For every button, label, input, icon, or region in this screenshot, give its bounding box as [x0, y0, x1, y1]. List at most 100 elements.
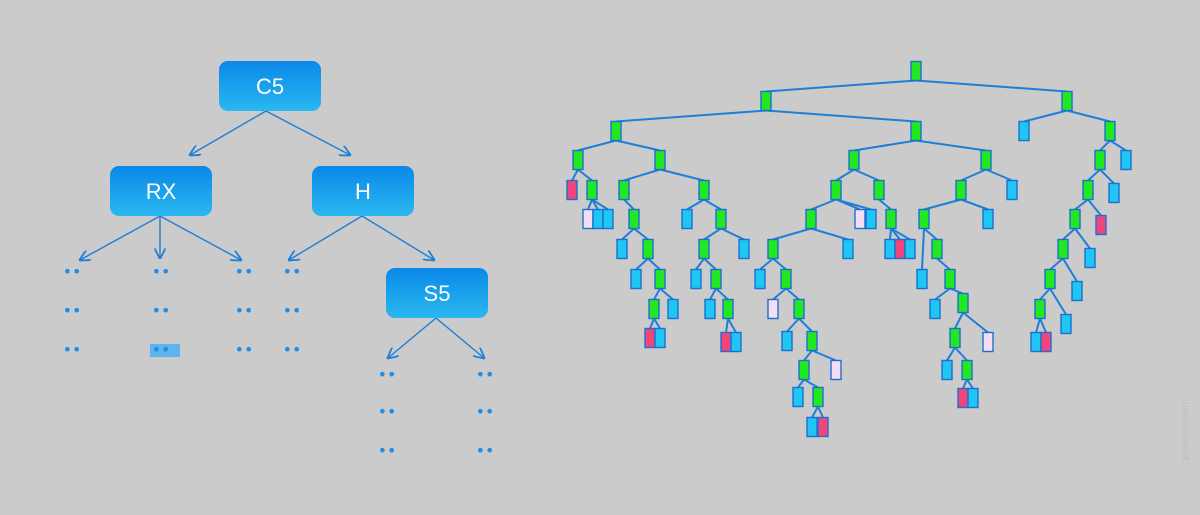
tree-leaf-cyan: [681, 208, 693, 230]
node-s5-label: S5: [424, 281, 451, 306]
tree-leaf-green: [654, 149, 666, 171]
tree-leaf-cyan: [654, 327, 666, 349]
tree-leaf-green: [628, 208, 640, 230]
tree-edge: [835, 198, 872, 211]
placeholder-dot-pair: ••: [63, 340, 82, 359]
tree-edge: [1109, 139, 1127, 152]
tree-edge: [785, 287, 800, 301]
tree-leaf-green: [1104, 120, 1116, 142]
tree-edge: [949, 287, 964, 295]
tree-edge: [915, 79, 1068, 93]
tree-leaf-green: [1044, 268, 1056, 290]
tree-edge: [915, 139, 987, 152]
tree-edge: [621, 227, 635, 241]
tree-edge: [803, 349, 813, 362]
tree-leaf-cyan: [690, 268, 702, 290]
edge-c5-h: [265, 110, 350, 155]
placeholder-dot-pair: ••: [63, 301, 82, 320]
placeholder-dot-pair: ••: [235, 340, 254, 359]
tree-edge: [890, 227, 911, 241]
tree-edge: [703, 257, 717, 271]
edge-c5-rx: [190, 110, 267, 155]
tree-edge: [759, 257, 774, 271]
tree-edge: [649, 318, 655, 329]
tree-edge: [772, 227, 812, 241]
tree-leaf-pink: [1040, 331, 1052, 353]
tree-edge: [923, 198, 962, 211]
placeholder-dot-pair: ••: [476, 402, 495, 421]
tree-leaf-green: [910, 60, 922, 82]
tree-leaf-pale: [854, 208, 866, 230]
node-rx-label: RX: [146, 179, 177, 204]
tree-leaf-green: [1094, 149, 1106, 171]
tree-leaf-green: [944, 268, 956, 290]
tree-leaf-pink: [720, 331, 732, 353]
placeholder-dot-pair: ••: [378, 365, 397, 384]
edge-h-s5: [361, 215, 434, 260]
tree-edge: [1049, 287, 1067, 316]
tree-edge: [686, 198, 705, 211]
tree-edge: [647, 257, 661, 271]
tree-edge: [591, 198, 609, 211]
node-s5: S5: [386, 268, 488, 318]
tree-leaf-green: [1034, 298, 1046, 320]
tree-edge: [765, 109, 917, 123]
tree-leaf-green: [760, 90, 772, 112]
placeholder-dot-pair: ••: [378, 402, 397, 421]
tree-leaf-pale: [982, 331, 994, 353]
tree-leaf-green: [767, 238, 779, 260]
tree-edge: [1066, 109, 1111, 123]
watermark: proproofs.com: [1180, 402, 1190, 460]
tree-leaf-pink: [817, 416, 829, 438]
tree-leaf-green: [793, 298, 805, 320]
tree-leaf-cyan: [616, 238, 628, 260]
tree-edge: [615, 139, 661, 152]
tree-leaf-green: [918, 208, 930, 230]
tree-edge: [962, 311, 989, 334]
edge-h-1: [289, 215, 363, 260]
edge-s5-1: [388, 317, 437, 358]
placeholder-highlight: [150, 344, 180, 357]
tree-edge: [878, 198, 892, 211]
placeholder-dot-pair: ••: [476, 365, 495, 384]
tree-leaf-green: [812, 386, 824, 408]
tree-leaf-cyan: [967, 387, 979, 409]
tree-edge: [709, 288, 717, 300]
tree-edge: [797, 378, 805, 389]
node-h: H: [312, 166, 414, 216]
tree-leaf-cyan: [1071, 280, 1083, 302]
tree-leaf-cyan: [754, 268, 766, 290]
placeholder-dots: ••••••••••••••••••••••••••••••••••••: [63, 262, 495, 460]
tree-leaf-green: [798, 359, 810, 381]
tree-leaf-green: [648, 298, 660, 320]
tree-edge: [720, 227, 745, 241]
tree-leaf-pink: [894, 238, 906, 260]
tree-leaf-pink: [957, 387, 969, 409]
tree-edge: [653, 288, 661, 300]
tree-leaf-cyan: [1108, 182, 1120, 204]
tree-edge: [1023, 109, 1068, 123]
tree-leaf-green: [642, 238, 654, 260]
tree-edge: [1087, 198, 1102, 217]
placeholder-dot-pair: ••: [152, 340, 171, 359]
tree-leaf-cyan: [941, 359, 953, 381]
tree-edge: [962, 379, 968, 389]
tree-leaf-green: [710, 268, 722, 290]
node-c5: C5: [219, 61, 321, 111]
tree-leaf-cyan: [738, 238, 750, 260]
tree-leaf-green: [830, 179, 842, 201]
placeholder-dot-pair: ••: [235, 301, 254, 320]
tree-leaf-green: [722, 298, 734, 320]
tree-edge: [1035, 318, 1041, 333]
tree-leaf-cyan: [792, 386, 804, 408]
big-tree: [566, 60, 1132, 438]
tree-edge: [1049, 257, 1064, 271]
tree-leaf-green: [931, 238, 943, 260]
tree-leaf-cyan: [982, 208, 994, 230]
tree-leaf-green: [848, 149, 860, 171]
tree-leaf-green: [780, 268, 792, 290]
tree-edge: [954, 312, 964, 329]
tree-leaf-green: [961, 359, 973, 381]
big-tree-leaves: [566, 60, 1132, 438]
tree-edge: [966, 378, 974, 390]
